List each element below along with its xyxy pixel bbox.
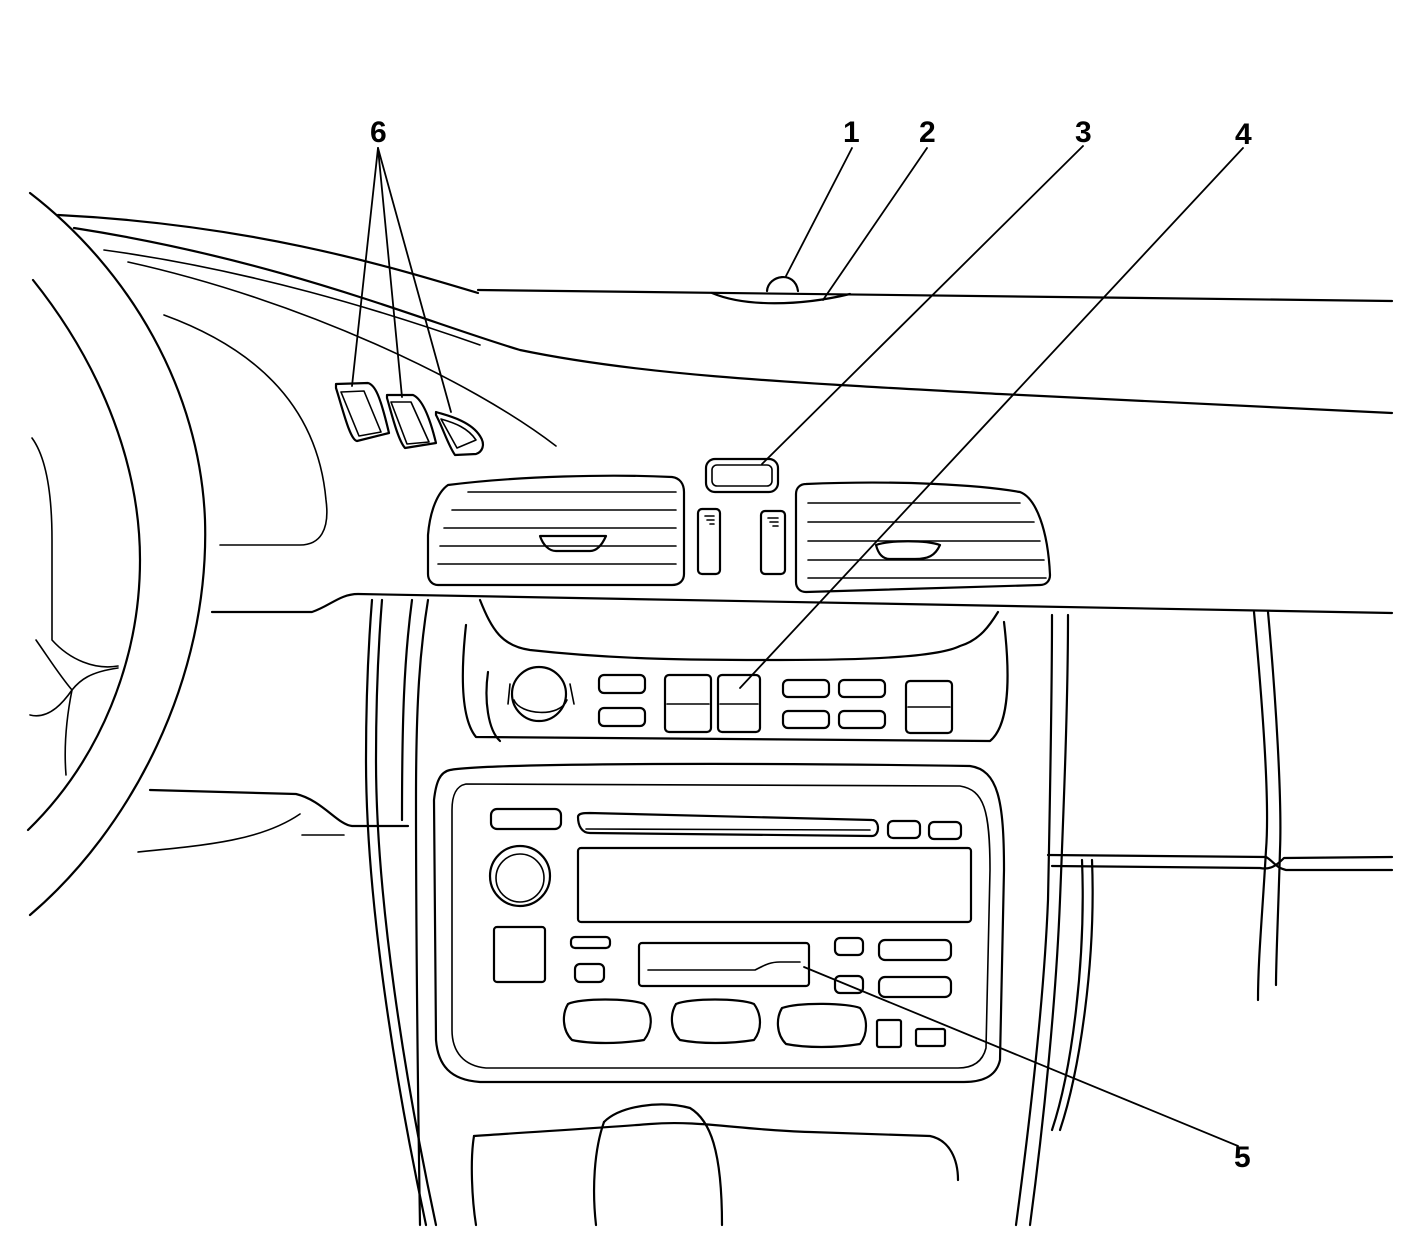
climate-control-panel (461, 598, 1009, 743)
leader-5 (803, 966, 1239, 1147)
center-console (364, 598, 1394, 1227)
leader-3 (761, 145, 1084, 465)
hazard-switch (696, 457, 787, 576)
callout-4: 4 (1235, 118, 1252, 151)
center-air-outlets (426, 474, 1052, 594)
leader-1 (785, 147, 853, 277)
callout-2: 2 (919, 116, 936, 149)
cluster-switches (334, 381, 485, 457)
callout-1: 1 (843, 116, 860, 149)
leader-6a (351, 147, 379, 387)
leader-6c (377, 147, 452, 413)
dashboard-lower-edge (137, 592, 1394, 853)
dashboard-top (56, 213, 1394, 546)
callout-6: 6 (370, 116, 387, 149)
leader-lines (351, 145, 1244, 1147)
callout-3: 3 (1075, 116, 1092, 149)
callout-5: 5 (1234, 1141, 1251, 1174)
leader-4 (739, 147, 1244, 689)
leader-2 (822, 147, 928, 301)
leader-6b (377, 147, 403, 398)
radio-cassette-unit (432, 762, 1006, 1084)
steering-wheel (26, 191, 207, 917)
defrost-grille (710, 275, 852, 305)
